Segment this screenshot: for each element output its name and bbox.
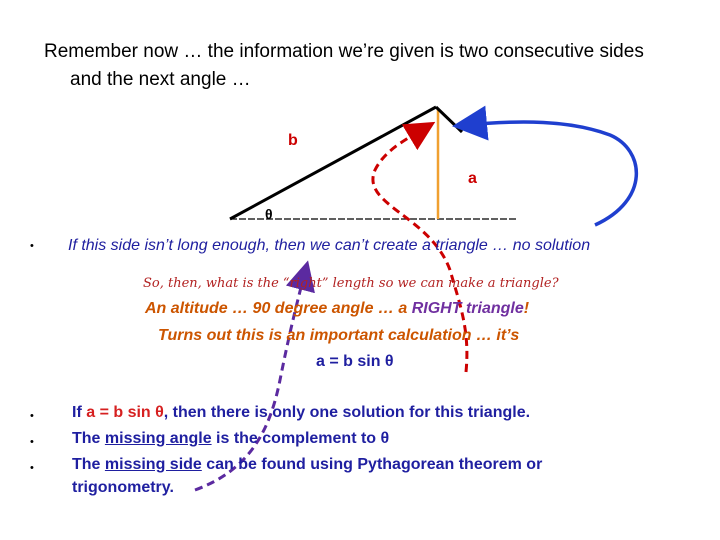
- purple-arrow-to-note: [194, 260, 315, 492]
- bullet-4-pre: The: [72, 456, 105, 473]
- bullet-4-underlined: missing side: [104, 456, 202, 473]
- bullet-text-2: If a = b sin θ, then there is only one s…: [72, 404, 530, 422]
- slide-title-line-2: and the next angle …: [70, 69, 251, 90]
- label-b: b: [288, 132, 298, 149]
- note-question: So, then, what is the “right” length so …: [143, 276, 559, 291]
- altitude-line-1: An altitude … 90 degree angle … a RIGHT …: [145, 300, 529, 318]
- bullet-2-post: , then there is only one solution for th…: [163, 404, 531, 421]
- bullet-marker-2: •: [30, 410, 34, 422]
- bullet-marker-1: •: [30, 240, 34, 252]
- bullet-text-4: The missing side can be found using Pyth…: [72, 456, 542, 474]
- bullet-text-4-line-2: trigonometry.: [72, 479, 174, 496]
- label-a: a: [468, 170, 477, 187]
- bullet-3-pre: The: [72, 430, 105, 447]
- blue-arrow-to-side: [452, 105, 639, 227]
- slide-title-line-1: Remember now … the information we’re giv…: [44, 41, 644, 62]
- bullet-3-post: is the complement to θ: [211, 430, 390, 447]
- side-b-line: [229, 105, 437, 221]
- bullet-text-1: If this side isn’t long enough, then we …: [68, 237, 591, 254]
- bullet-marker-3: •: [30, 436, 34, 448]
- altitude-part-1: An altitude … 90 degree angle … a: [145, 300, 412, 317]
- red-arrow-to-altitude: [371, 121, 469, 373]
- altitude-line-2: Turns out this is an important calculati…: [158, 327, 520, 344]
- bullet-2-pre: If: [72, 404, 87, 421]
- label-theta: θ: [265, 206, 273, 222]
- bullet-2-highlight: a = b sin θ: [86, 404, 164, 421]
- bullet-4-post: can be found using Pythagorean theorem o…: [201, 456, 543, 473]
- short-side-line: [434, 105, 464, 134]
- altitude-part-3: !: [523, 300, 530, 317]
- right-triangle-text: RIGHT triangle: [411, 300, 524, 317]
- formula-line: a = b sin θ: [316, 353, 394, 370]
- bullet-text-3: The missing angle is the complement to θ: [72, 430, 389, 448]
- bullet-3-underlined: missing angle: [104, 430, 212, 447]
- bullet-marker-4: •: [30, 462, 34, 474]
